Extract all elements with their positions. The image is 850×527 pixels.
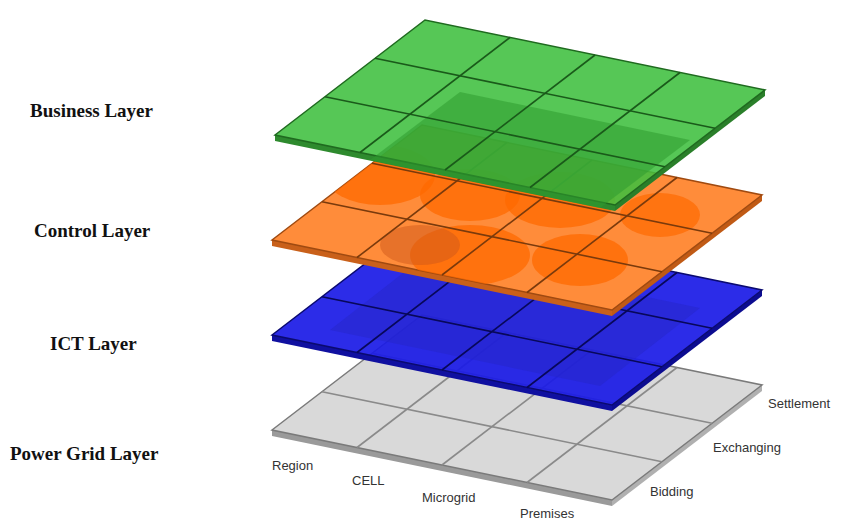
- axis-label: CELL: [352, 473, 385, 488]
- layer-name: Power Grid Layer: [10, 443, 158, 465]
- layer-name: Business Layer: [30, 100, 153, 122]
- layer-name: Control Layer: [34, 220, 150, 242]
- grid-lines: [325, 38, 715, 188]
- axis-label: Settlement: [768, 396, 830, 411]
- layer-name: ICT Layer: [50, 333, 137, 355]
- axis-label: Premises: [520, 506, 574, 521]
- axis-label: Region: [272, 458, 313, 473]
- axis-label: Bidding: [650, 484, 693, 499]
- axis-label: Microgrid: [422, 490, 475, 505]
- axis-label: Exchanging: [713, 440, 781, 455]
- inner-shade: [370, 92, 690, 208]
